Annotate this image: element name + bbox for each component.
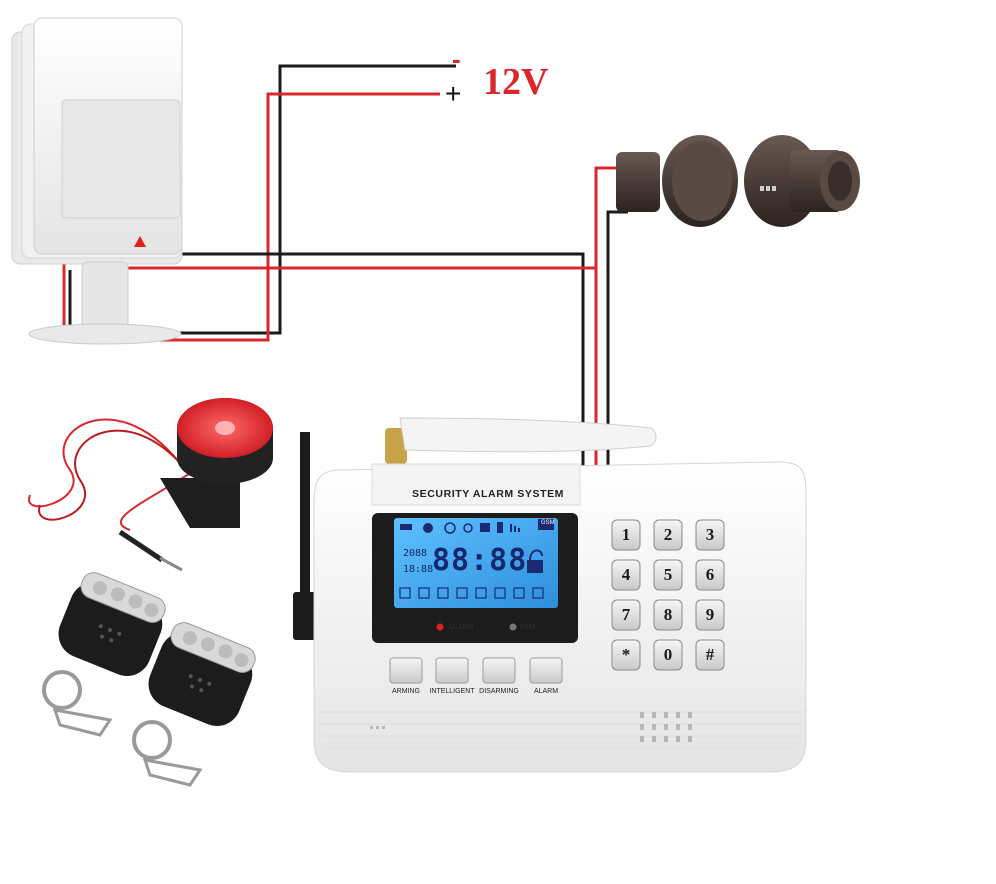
- antenna-icon: [293, 417, 657, 640]
- gsm-indicator-led: [509, 623, 517, 631]
- keypad-key[interactable]: [653, 599, 683, 631]
- keypad-key-label: *: [621, 645, 631, 664]
- arming-button-label: ARMING: [392, 688, 420, 695]
- remote-keyfob-icon: [42, 572, 256, 787]
- pir-black-signal-wire: [178, 252, 585, 468]
- alarm-control-panel: [313, 461, 807, 773]
- psu-red-wire: [62, 92, 440, 342]
- keypad-key[interactable]: [653, 519, 683, 551]
- keypad-key-label: 5: [663, 565, 673, 584]
- door-magnetic-contact-icon: [616, 135, 860, 227]
- keypad-key-label: #: [705, 645, 715, 664]
- keypad-key[interactable]: [653, 559, 683, 591]
- arming-button[interactable]: [389, 657, 423, 684]
- keypad-key-label: 1: [621, 525, 631, 544]
- door-black-wire: [606, 210, 628, 468]
- keypad[interactable]: [611, 519, 725, 671]
- keypad-key[interactable]: [695, 559, 725, 591]
- keypad-key-label: 0: [663, 645, 673, 664]
- keypad-key[interactable]: [653, 639, 683, 671]
- intelligent-button-label: INTELLIGENT: [429, 688, 475, 695]
- keypad-key[interactable]: [695, 599, 725, 631]
- siren-icon: [28, 398, 273, 572]
- disarming-button-label: DISARMING: [479, 688, 519, 695]
- alarm-button[interactable]: [529, 657, 563, 684]
- keypad-key-label: 7: [621, 605, 631, 624]
- keypad-key-label: 9: [705, 605, 715, 624]
- power-supply-label: 12V: [483, 61, 549, 103]
- pir-motion-sensor-icon: [11, 17, 183, 345]
- alarm-button-label: ALARM: [533, 688, 559, 695]
- intelligent-button[interactable]: [435, 657, 469, 684]
- keypad-key-label: 4: [621, 565, 631, 584]
- lcd-screen: [394, 518, 558, 608]
- power-negative-symbol: -: [452, 44, 461, 74]
- keypad-key[interactable]: [611, 559, 641, 591]
- power-positive-symbol: +: [445, 78, 462, 109]
- lcd-gsm-tag: GSM: [541, 520, 555, 526]
- alarm-indicator-led: [436, 623, 444, 631]
- psu-black-wire: [68, 64, 456, 335]
- lcd-time-display: 88:88: [432, 543, 528, 578]
- keypad-key[interactable]: [695, 519, 725, 551]
- disarming-button[interactable]: [482, 657, 516, 684]
- keypad-key-label: 2: [663, 525, 673, 544]
- keypad-key[interactable]: [611, 599, 641, 631]
- keypad-key-label: 8: [663, 605, 673, 624]
- keypad-key-label: 6: [705, 565, 715, 584]
- lcd-small-bottom: 18:88: [403, 564, 434, 575]
- keypad-key[interactable]: [695, 639, 725, 671]
- keypad-key[interactable]: [611, 639, 641, 671]
- keypad-key-label: 3: [705, 525, 715, 544]
- lcd-small-top: 2088: [403, 548, 428, 559]
- wiring: [62, 64, 628, 468]
- panel-title: SECURITY ALARM SYSTEM: [412, 488, 565, 500]
- keypad-key[interactable]: [611, 519, 641, 551]
- alarm-indicator-label: ALARM: [448, 623, 474, 631]
- gsm-indicator-label: GSM: [520, 623, 536, 631]
